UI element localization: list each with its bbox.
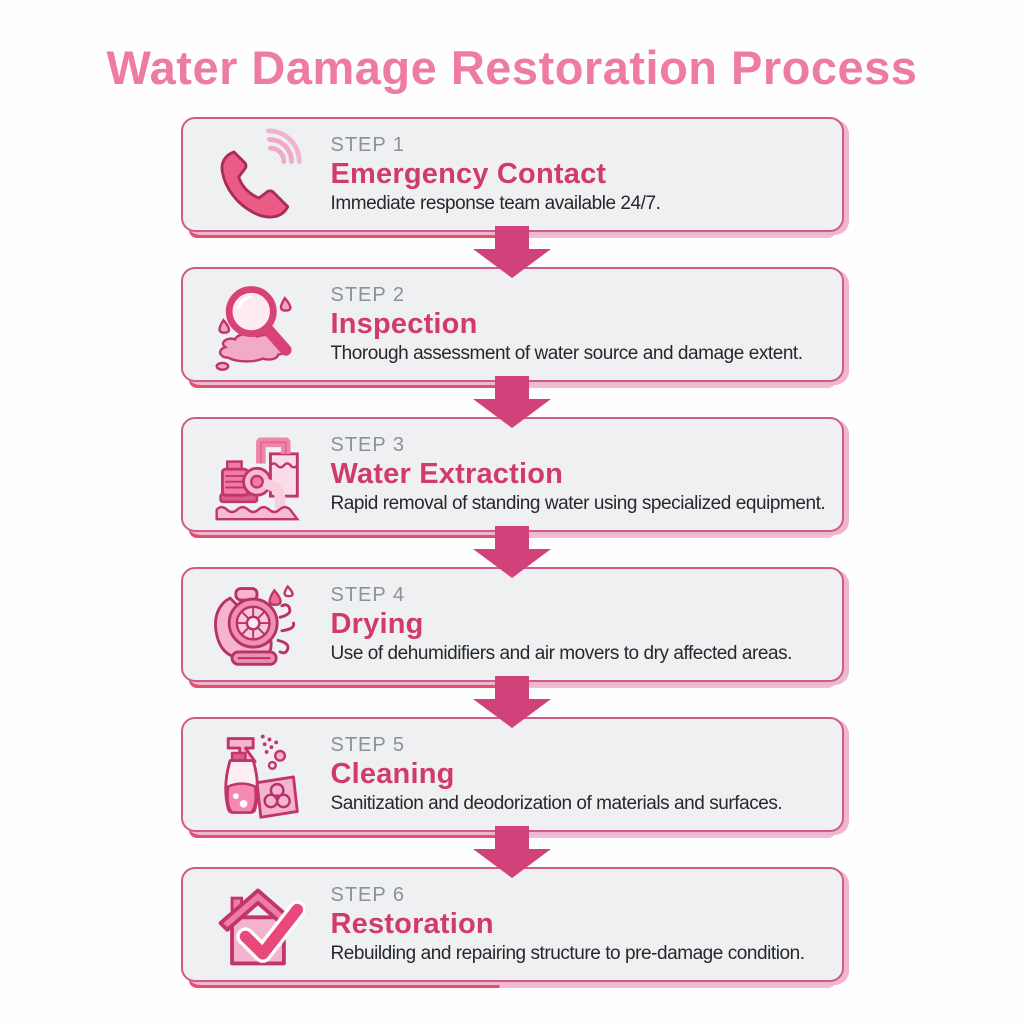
- step-title: Cleaning: [330, 757, 455, 790]
- step-label: STEP 2: [330, 283, 406, 306]
- arrow-stem: [495, 226, 529, 250]
- step-card-emergency-contact: STEP 1 Emergency Contact Immediate respo…: [180, 117, 844, 238]
- card-text: STEP 5 Cleaning Sanitization and deodori…: [331, 734, 793, 816]
- down-arrow-icon: [181, 526, 844, 578]
- card: STEP 5 Cleaning Sanitization and deodori…: [180, 717, 844, 832]
- step-card-restoration: STEP 6 Restoration Rebuilding and repair…: [180, 867, 844, 988]
- spray-bottle-biohazard-icon: [223, 734, 299, 819]
- arrow-head: [473, 249, 551, 278]
- card-text: STEP 6 Restoration Rebuilding and repair…: [331, 884, 815, 966]
- card: STEP 4 Drying Use of dehumidifiers and a…: [180, 567, 844, 682]
- step-title: Restoration: [330, 907, 494, 940]
- step-label: STEP 5: [330, 733, 406, 756]
- down-arrow-icon: [181, 226, 844, 278]
- arrow-stem: [495, 826, 529, 850]
- arrow-stem: [495, 376, 529, 400]
- card-text: STEP 2 Inspection Thorough assessment of…: [331, 284, 813, 366]
- icon-box: [183, 727, 331, 823]
- step-title: Drying: [330, 607, 424, 640]
- step-label: STEP 4: [330, 583, 406, 606]
- card-text: STEP 1 Emergency Contact Immediate respo…: [331, 134, 671, 216]
- arrow-stem: [495, 526, 529, 550]
- card: STEP 3 Water Extraction Rapid removal of…: [180, 417, 844, 532]
- magnifier-water-icon: [214, 285, 292, 371]
- card: STEP 1 Emergency Contact Immediate respo…: [180, 117, 844, 232]
- card: STEP 2 Inspection Thorough assessment of…: [180, 267, 844, 382]
- water-pump-icon: [214, 437, 300, 520]
- icon-box: [183, 277, 331, 373]
- step-title: Water Extraction: [330, 457, 564, 490]
- air-mover-fan-icon: [213, 584, 295, 666]
- arrow-stem: [495, 676, 529, 700]
- card: STEP 6 Restoration Rebuilding and repair…: [180, 867, 844, 982]
- step-description: Rebuilding and repairing structure to pr…: [330, 942, 806, 964]
- phone-icon: [220, 127, 302, 218]
- icon-box: [183, 427, 331, 523]
- down-arrow-icon: [181, 826, 844, 878]
- down-arrow-icon: [181, 376, 844, 428]
- step-label: STEP 6: [330, 883, 406, 906]
- step-description: Rapid removal of standing water using sp…: [330, 492, 826, 514]
- step-card-cleaning: STEP 5 Cleaning Sanitization and deodori…: [180, 717, 844, 838]
- step-description: Sanitization and deodorization of materi…: [330, 792, 783, 814]
- step-description: Thorough assessment of water source and …: [330, 342, 804, 364]
- step-card-drying: STEP 4 Drying Use of dehumidifiers and a…: [180, 567, 844, 688]
- step-label: STEP 1: [330, 133, 406, 156]
- arrow-head: [473, 399, 551, 428]
- step-label: STEP 3: [330, 433, 406, 456]
- step-card-inspection: STEP 2 Inspection Thorough assessment of…: [180, 267, 844, 388]
- card-text: STEP 3 Water Extraction Rapid removal of…: [331, 434, 836, 516]
- step-description: Immediate response team available 24/7.: [330, 192, 661, 214]
- icon-box: [183, 127, 331, 223]
- arrow-head: [473, 699, 551, 728]
- down-arrow-icon: [181, 676, 844, 728]
- card-text: STEP 4 Drying Use of dehumidifiers and a…: [331, 584, 802, 666]
- step-card-water-extraction: STEP 3 Water Extraction Rapid removal of…: [180, 417, 844, 538]
- icon-box: [183, 577, 331, 673]
- house-checkmark-icon: [218, 888, 305, 965]
- icon-box: [183, 877, 331, 973]
- page-title: Water Damage Restoration Process: [106, 41, 918, 94]
- step-title: Emergency Contact: [330, 157, 607, 190]
- arrow-head: [473, 849, 551, 878]
- step-description: Use of dehumidifiers and air movers to d…: [330, 642, 793, 664]
- process-flow: STEP 1 Emergency Contact Immediate respo…: [180, 117, 844, 988]
- arrow-head: [473, 549, 551, 578]
- step-title: Inspection: [330, 307, 478, 340]
